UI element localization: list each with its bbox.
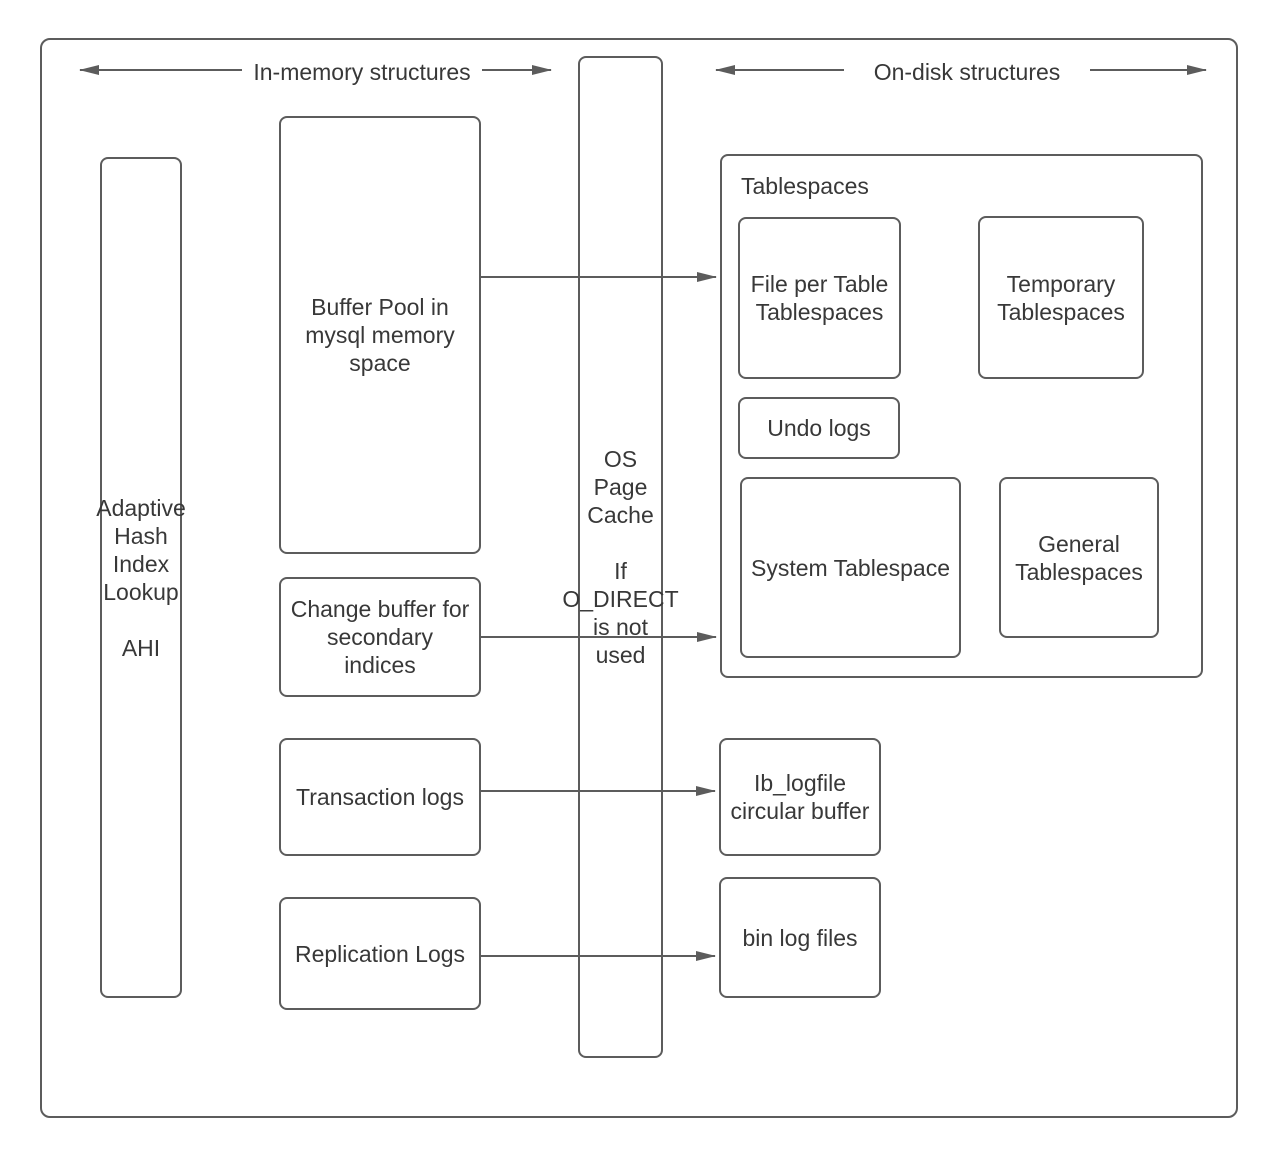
temporary-tablespaces-box: Temporary Tablespaces <box>978 216 1144 379</box>
general-tablespaces-label: General Tablespaces <box>1015 530 1143 585</box>
adaptive-hash-index-box: Adaptive Hash Index Lookup AHI <box>96 157 186 998</box>
system-tablespace-label: System Tablespace <box>750 554 950 581</box>
ib-logfile-label: Ib_logfile circular buffer <box>730 770 870 824</box>
change-buffer-box: Change buffer for secondary indices <box>279 577 481 697</box>
transaction-logs-label: Transaction logs <box>296 784 464 810</box>
replication-logs-box: Replication Logs <box>279 897 481 1010</box>
in-memory-header-label: In-memory structures <box>253 59 471 85</box>
bin-log-files-label: bin log files <box>742 924 858 951</box>
undo-logs-label: Undo logs <box>767 415 871 441</box>
system-tablespace-box: System Tablespace <box>740 477 961 658</box>
adaptive-hash-index-label: Adaptive Hash Index Lookup AHI <box>96 494 186 661</box>
file-per-table-tablespaces-box: File per Table Tablespaces <box>738 217 901 379</box>
tablespaces-container-box <box>720 154 1203 678</box>
buffer-pool-label: Buffer Pool in mysql memory space <box>305 294 455 376</box>
change-buffer-label: Change buffer for secondary indices <box>290 596 470 678</box>
undo-logs-box: Undo logs <box>738 397 900 459</box>
tablespaces-title-label: Tablespaces <box>741 173 869 199</box>
buffer-pool-box: Buffer Pool in mysql memory space <box>279 116 481 554</box>
os-page-cache-box: OS Page Cache If O_DIRECT is not used <box>562 56 679 1058</box>
ib-logfile-box: Ib_logfile circular buffer <box>719 738 881 856</box>
replication-logs-label: Replication Logs <box>294 940 466 967</box>
os-page-cache-label: OS Page Cache If O_DIRECT is not used <box>562 446 679 668</box>
file-per-table-tablespaces-label: File per Table Tablespaces <box>750 271 889 325</box>
transaction-logs-box: Transaction logs <box>279 738 481 856</box>
on-disk-header-label: On-disk structures <box>873 59 1061 85</box>
outer-border-box <box>40 38 1238 1118</box>
general-tablespaces-box: General Tablespaces <box>999 477 1159 638</box>
temporary-tablespaces-label: Temporary Tablespaces <box>997 270 1125 325</box>
bin-log-files-box: bin log files <box>719 877 881 998</box>
